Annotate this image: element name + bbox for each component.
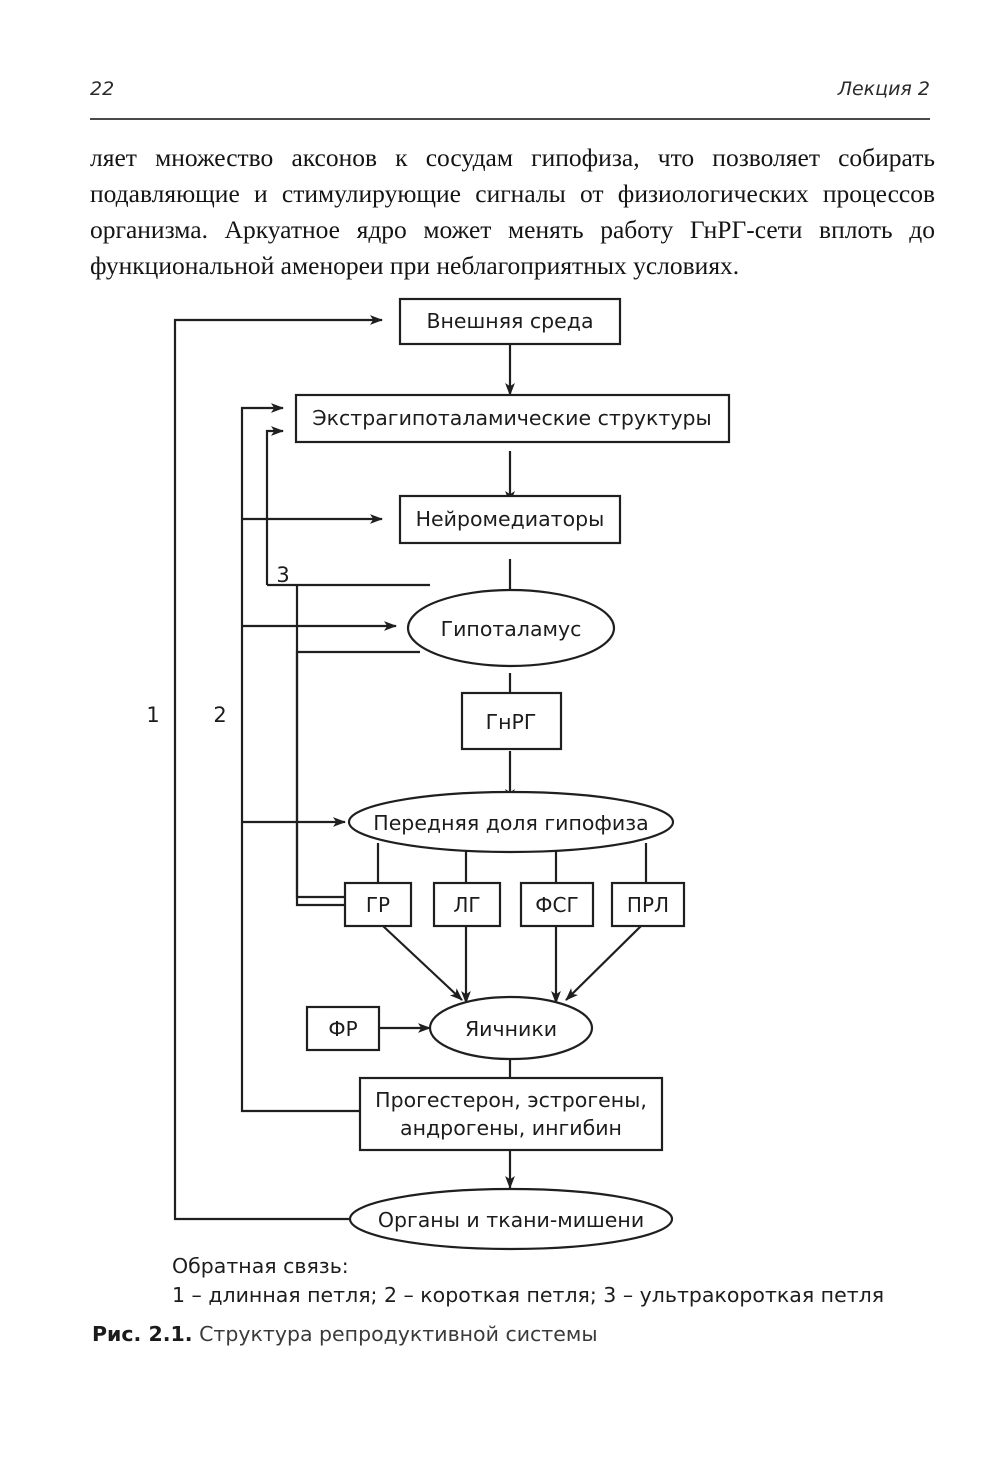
figure-caption-text: Структура репродуктивной системы: [192, 1322, 598, 1346]
node-target-organs: Органы и ткани-мишени: [348, 1187, 674, 1251]
node-anterior-pituitary-label: Передняя доля гипофиза: [373, 811, 648, 835]
loop-3-trunk: [265, 426, 284, 585]
running-head: 22 Лекция 2: [90, 78, 930, 100]
body-text: ляет множество аксонов к сосудам гипофиз…: [90, 140, 935, 284]
figure-2-1: Внешняя среда Экстрагипоталамические стр…: [0, 285, 1000, 1270]
node-extrahypothalamic-structures: Экстрагипоталамические структуры: [294, 393, 731, 444]
figure-caption-number: Рис. 2.1.: [92, 1322, 193, 1346]
loop-3-ultrashort-feedback: [295, 650, 420, 907]
node-follicle-stimulating-hormone: ФСГ: [519, 881, 595, 928]
node-hypothalamus: Гипоталамус: [406, 588, 616, 668]
node-growth-factors-label: ФР: [328, 1017, 357, 1041]
figure-caption: Рис. 2.1. Структура репродуктивной систе…: [92, 1322, 892, 1346]
header-rule: [90, 118, 930, 120]
node-ovarian-steroids-line2: андрогены, ингибин: [400, 1116, 622, 1140]
edge-prl-to-ovaries: [565, 925, 642, 1001]
node-ovarian-steroids-line1: Прогестерон, эстрогены,: [375, 1088, 647, 1112]
figure-legend: Обратная связь: 1 – длинная петля; 2 – к…: [172, 1252, 932, 1310]
node-growth-hormone: ГР: [343, 881, 413, 928]
loop-label-long: 1: [146, 703, 159, 727]
node-prolactin: ПРЛ: [610, 881, 686, 928]
node-ovaries-label: Яичники: [465, 1017, 557, 1041]
node-anterior-pituitary: Передняя доля гипофиза: [347, 790, 675, 854]
loop-label-ultrashort: 3: [276, 563, 289, 587]
page-number: 22: [90, 78, 115, 100]
node-follicle-stimulating-hormone-label: ФСГ: [535, 893, 578, 917]
node-neurotransmitters: Нейромедиаторы: [398, 494, 622, 545]
loop-2-branch-down: [295, 652, 345, 899]
running-title: Лекция 2: [837, 78, 930, 100]
node-gnrh-label: ГнРГ: [486, 710, 537, 734]
legend-title: Обратная связь:: [172, 1254, 349, 1278]
node-luteinizing-hormone: ЛГ: [432, 881, 502, 928]
node-luteinizing-hormone-label: ЛГ: [453, 893, 480, 917]
node-ovaries: Яичники: [428, 995, 594, 1061]
edge-gh-to-ovaries: [382, 925, 463, 1001]
legend-items: 1 – длинная петля; 2 – короткая петля; 3…: [172, 1283, 885, 1307]
node-hypothalamus-label: Гипоталамус: [441, 617, 582, 641]
node-external-environment-label: Внешняя среда: [426, 309, 593, 333]
node-extrahypothalamic-structures-label: Экстрагипоталамические структуры: [312, 406, 711, 430]
node-gnrh: ГнРГ: [460, 691, 563, 751]
node-ovarian-steroids: Прогестерон, эстрогены, андрогены, ингиб…: [358, 1076, 664, 1152]
node-growth-hormone-label: ГР: [366, 893, 390, 917]
node-neurotransmitters-label: Нейромедиаторы: [416, 507, 605, 531]
loop-2-short-feedback-trunk: [240, 403, 360, 1113]
node-target-organs-label: Органы и ткани-мишени: [378, 1208, 644, 1232]
loop-label-short: 2: [213, 703, 226, 727]
node-prolactin-label: ПРЛ: [627, 893, 669, 917]
loop-1-long-feedback: [173, 315, 383, 1221]
node-external-environment: Внешняя среда: [398, 297, 622, 346]
body-paragraph: ляет множество аксонов к сосудам гипофиз…: [90, 143, 935, 280]
node-growth-factors: ФР: [305, 1005, 381, 1052]
